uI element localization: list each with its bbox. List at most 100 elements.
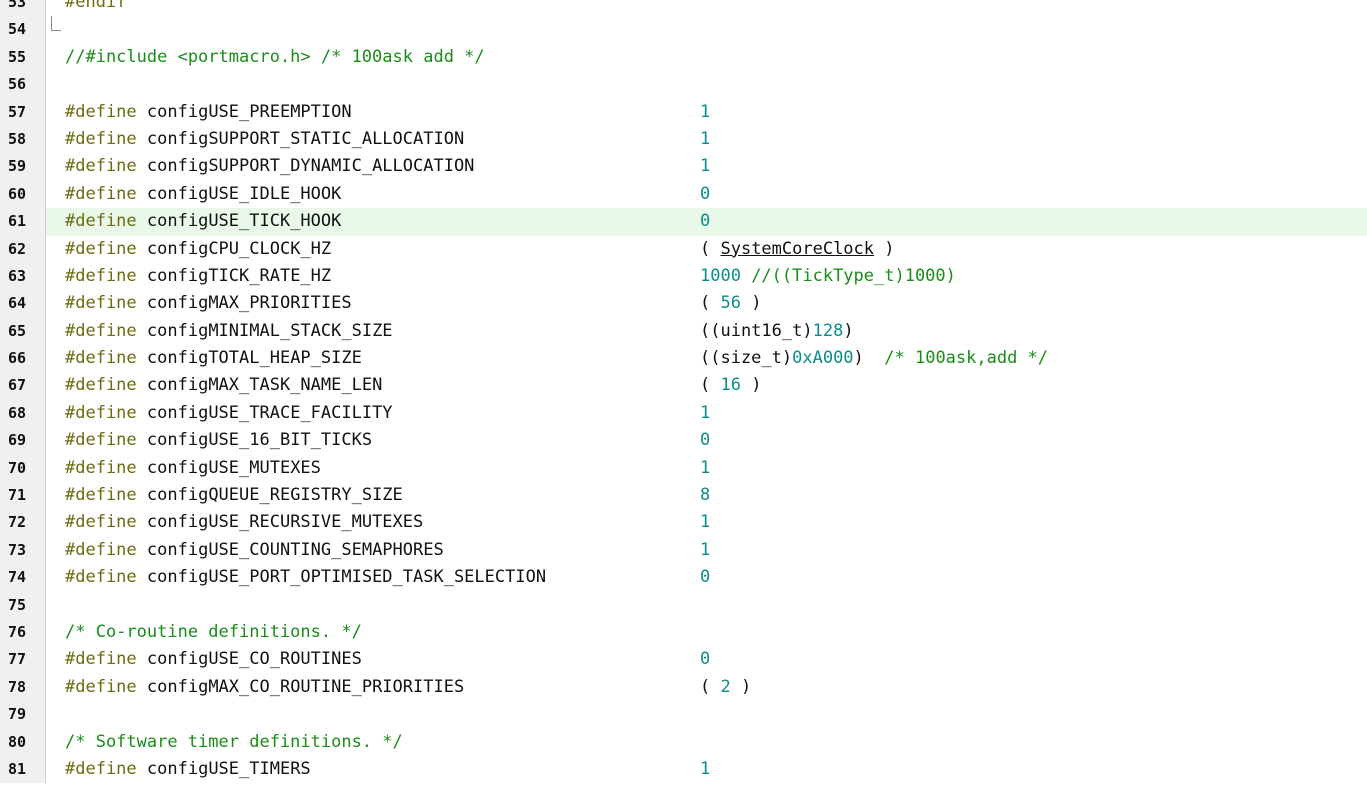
line-number: 59 xyxy=(8,157,27,176)
line-gutter: 77 xyxy=(0,646,46,674)
line-gutter: 68 xyxy=(0,399,46,428)
preprocessor-keyword: #define xyxy=(65,485,137,506)
macro-value: 1 xyxy=(700,509,710,536)
value-token: 16 xyxy=(720,375,741,396)
code-line[interactable]: 62#define configCPU_CLOCK_HZ( SystemCore… xyxy=(0,235,1367,263)
code-text: #define configUSE_MUTEXES xyxy=(65,455,321,482)
code-line[interactable]: 76/* Co-routine definitions. */ xyxy=(0,618,1367,647)
line-number: 78 xyxy=(8,677,27,696)
preprocessor-keyword: #define xyxy=(65,183,137,204)
macro-name: configTICK_RATE_HZ xyxy=(146,265,332,286)
code-line[interactable]: 54 xyxy=(0,16,1367,44)
code-text: #define configUSE_PREEMPTION xyxy=(65,99,352,126)
value-token: SystemCoreClock xyxy=(720,238,875,259)
value-number: 1 xyxy=(700,402,711,423)
line-gutter: 58 xyxy=(0,125,46,154)
line-number: 79 xyxy=(8,705,27,724)
line-number: 57 xyxy=(8,102,27,121)
code-line[interactable]: 56 xyxy=(0,71,1367,99)
code-text: #define configUSE_CO_ROUTINES xyxy=(65,646,362,673)
code-line[interactable]: 64#define configMAX_PRIORITIES( 56 ) xyxy=(0,290,1367,318)
code-line[interactable]: 67#define configMAX_TASK_NAME_LEN( 16 ) xyxy=(0,372,1367,400)
preprocessor-keyword: #define xyxy=(65,539,137,560)
value-token: ( xyxy=(700,293,721,314)
code-text: #define configSUPPORT_DYNAMIC_ALLOCATION xyxy=(65,153,474,180)
line-number: 66 xyxy=(8,349,27,368)
macro-value: ( SystemCoreClock ) xyxy=(700,236,895,263)
line-gutter: 80 xyxy=(0,728,46,756)
code-line[interactable]: 55//#include <portmacro.h> /* 100ask add… xyxy=(0,43,1367,72)
macro-value: 1 xyxy=(700,537,710,564)
code-line[interactable]: 65#define configMINIMAL_STACK_SIZE((uint… xyxy=(0,317,1367,346)
line-gutter: 55 xyxy=(0,43,46,72)
macro-value: ( 56 ) xyxy=(700,290,761,317)
code-line[interactable]: 53#endif xyxy=(0,0,1367,17)
macro-name: configUSE_IDLE_HOOK xyxy=(146,183,342,204)
macro-name: configUSE_TRACE_FACILITY xyxy=(146,402,393,423)
value-token: ( xyxy=(700,375,721,396)
macro-value: 1 xyxy=(700,455,710,482)
macro-value: 1 xyxy=(700,756,710,783)
code-line[interactable]: 78#define configMAX_CO_ROUTINE_PRIORITIE… xyxy=(0,673,1367,702)
line-gutter: 71 xyxy=(0,482,46,510)
preprocessor-keyword: #define xyxy=(65,101,137,122)
preprocessor-keyword: #define xyxy=(65,676,137,697)
line-number: 60 xyxy=(8,184,27,203)
macro-value: 0 xyxy=(700,564,710,591)
value-number: 1 xyxy=(700,457,711,478)
code-line[interactable]: 58#define configSUPPORT_STATIC_ALLOCATIO… xyxy=(0,125,1367,154)
line-gutter: 81 xyxy=(0,755,46,784)
code-text: /* Software timer definitions. */ xyxy=(65,729,403,756)
macro-value: ( 16 ) xyxy=(700,372,761,399)
preprocessor-keyword: #define xyxy=(65,758,137,779)
value-token: 128 xyxy=(812,320,844,341)
value-number: 0 xyxy=(700,649,711,670)
line-number: 68 xyxy=(8,403,27,422)
line-gutter: 56 xyxy=(0,71,46,99)
line-number: 73 xyxy=(8,540,27,559)
code-line[interactable]: 59 #define configSUPPORT_DYNAMIC_ALLOCATI… xyxy=(0,153,1367,181)
code-line[interactable]: 66#define configTOTAL_HEAP_SIZE((size_t)… xyxy=(0,345,1367,373)
code-line[interactable]: 80 /* Software timer definitions. */ xyxy=(0,728,1367,756)
line-gutter: 66 xyxy=(0,345,46,373)
preprocessor-keyword: #define xyxy=(65,238,137,259)
code-line[interactable]: 79 xyxy=(0,701,1367,729)
macro-value: 8 xyxy=(700,482,710,509)
line-gutter: 57 xyxy=(0,98,46,126)
macro-value: 0 xyxy=(700,646,710,673)
code-line[interactable]: 74#define configUSE_PORT_OPTIMISED_TASK_… xyxy=(0,564,1367,592)
macro-name: configUSE_PREEMPTION xyxy=(146,101,352,122)
macro-value: ((uint16_t)128) xyxy=(700,318,854,345)
value-number: 0 xyxy=(700,430,711,451)
macro-value: 0 xyxy=(700,427,710,454)
macro-name: configUSE_RECURSIVE_MUTEXES xyxy=(146,512,424,533)
line-gutter: 74 xyxy=(0,564,46,592)
macro-name: configUSE_TICK_HOOK xyxy=(146,211,342,232)
code-line[interactable]: 75 xyxy=(0,591,1367,619)
line-number: 55 xyxy=(8,47,27,66)
macro-name: configMAX_PRIORITIES xyxy=(146,293,352,314)
value-token: ) xyxy=(874,238,895,259)
code-text: /* Co-routine definitions. */ xyxy=(65,619,362,646)
line-gutter: 61 xyxy=(0,208,46,236)
code-text: #define configMAX_TASK_NAME_LEN xyxy=(65,372,382,399)
code-text: #define configTOTAL_HEAP_SIZE xyxy=(65,345,362,372)
code-line[interactable]: 77 #define configUSE_CO_ROUTINES 0 xyxy=(0,646,1367,674)
value-number: 1 xyxy=(700,156,711,177)
code-text: #define configUSE_IDLE_HOOK xyxy=(65,181,341,208)
line-number: 80 xyxy=(8,732,27,751)
fold-end-marker xyxy=(51,16,61,32)
preprocessor-keyword: #define xyxy=(65,156,137,177)
